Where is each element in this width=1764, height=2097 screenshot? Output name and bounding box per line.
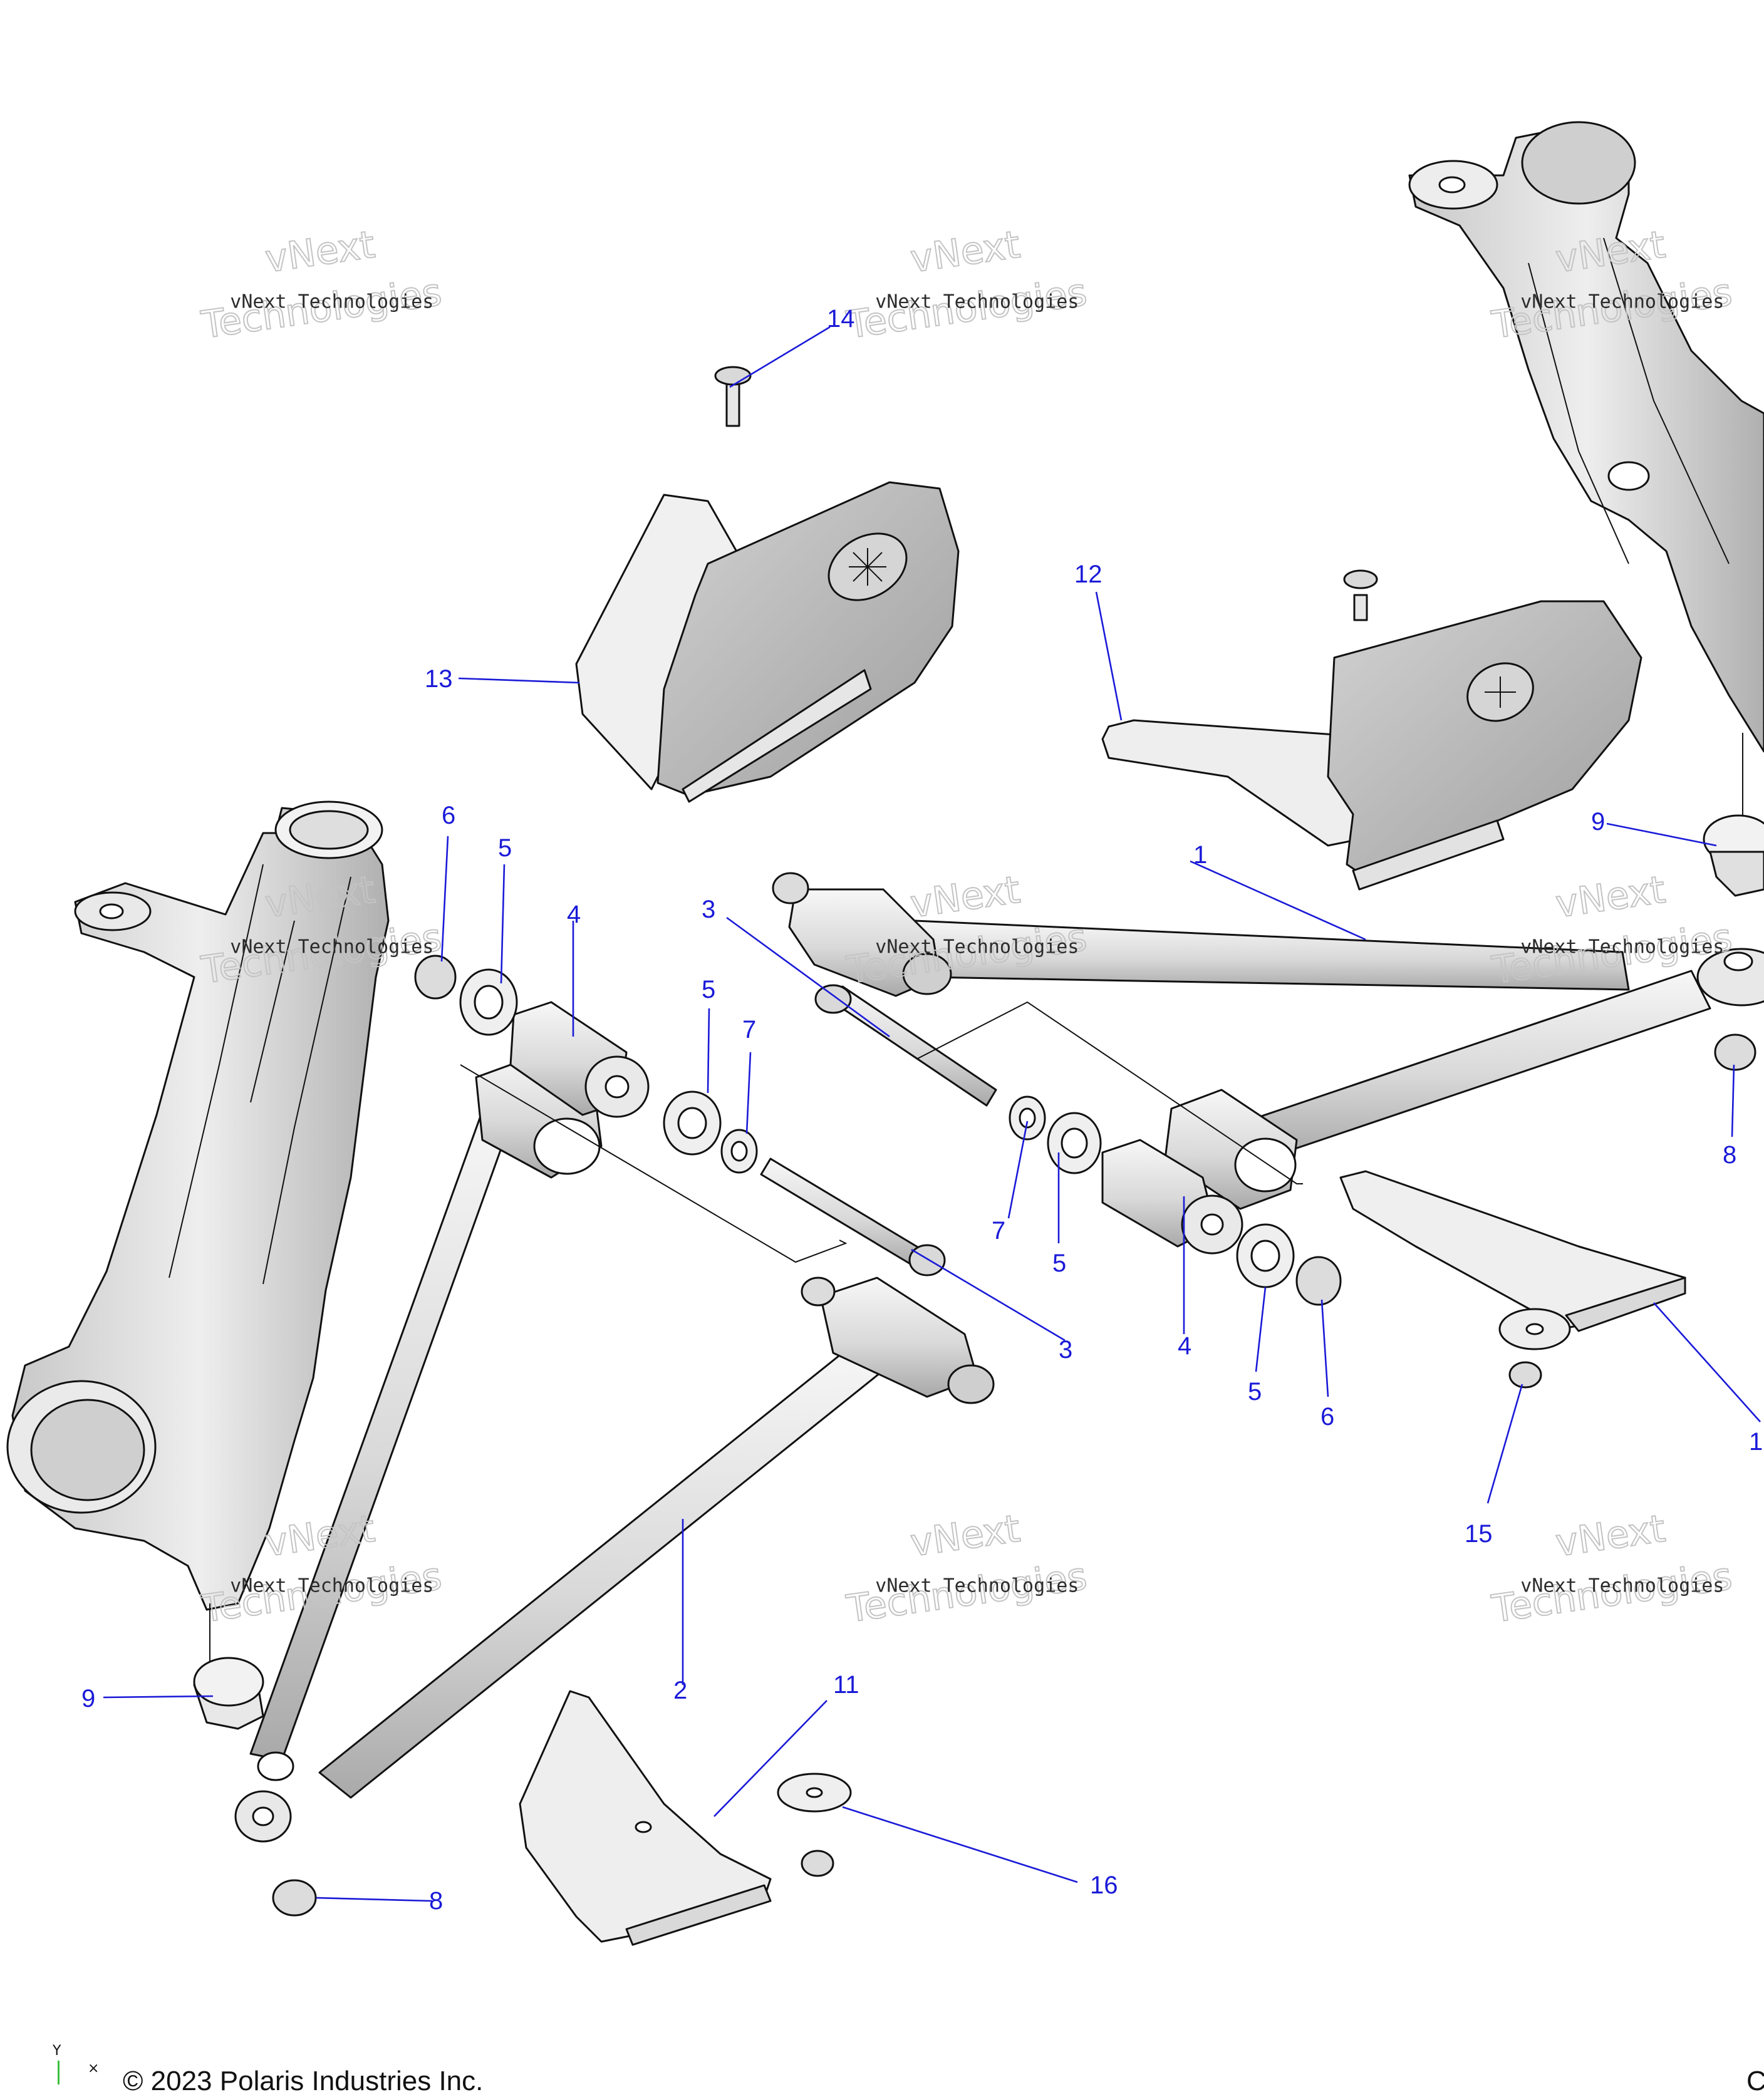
svg-text:vNext: vNext <box>908 223 1022 282</box>
guard-11 <box>519 1690 772 1946</box>
upper-a-arm <box>772 872 1764 1210</box>
callout-12[interactable]: 12 <box>1074 561 1102 588</box>
watermark-r3c3: vNext Technologies vNext Technologies <box>1488 1506 1735 1632</box>
axis-y-label: Y <box>53 2043 61 2059</box>
callout-16[interactable]: 16 <box>1090 1872 1118 1899</box>
callout-2[interactable]: 2 <box>673 1677 687 1704</box>
svg-text:vNext Technologies: vNext Technologies <box>875 936 1079 958</box>
callout-8-a[interactable]: 8 <box>429 1887 443 1915</box>
footer-copyright: © 2023 Polaris Industries Inc. <box>123 2066 484 2096</box>
callout-5-d[interactable]: 5 <box>1248 1378 1262 1406</box>
callout-3-upper[interactable]: 3 <box>702 896 715 923</box>
callout-9-b[interactable]: 9 <box>1591 808 1605 836</box>
callout-13[interactable]: 13 <box>425 665 453 693</box>
callout-7-b[interactable]: 7 <box>992 1217 1005 1245</box>
callout-4-left[interactable]: 4 <box>567 901 581 928</box>
callout-4-right[interactable]: 4 <box>1178 1332 1191 1360</box>
watermark-r1c2: vNext Technologies vNext Technologies <box>843 222 1090 348</box>
leader-lines <box>103 326 1761 1902</box>
lower-a-arm <box>234 1051 995 1843</box>
axis-y-indicator <box>58 2061 60 2084</box>
callout-9-a[interactable]: 9 <box>81 1685 95 1712</box>
guard-10 <box>1339 1170 1686 1350</box>
svg-text:vNext: vNext <box>262 223 377 282</box>
callout-6-a[interactable]: 6 <box>442 802 455 829</box>
callout-3-lower[interactable]: 3 <box>1059 1336 1072 1364</box>
callout-8-b[interactable]: 8 <box>1723 1141 1736 1169</box>
callout-6-b[interactable]: 6 <box>1320 1403 1334 1431</box>
svg-text:vNext Technologies: vNext Technologies <box>1520 291 1724 313</box>
callout-1[interactable]: 1 <box>1193 841 1207 869</box>
svg-text:vNext: vNext <box>1553 1507 1668 1566</box>
guard-12 <box>1101 600 1642 891</box>
svg-text:vNext: vNext <box>908 868 1022 927</box>
svg-text:vNext Technologies: vNext Technologies <box>875 1575 1079 1597</box>
svg-text:vNext: vNext <box>908 1507 1022 1566</box>
svg-text:vNext Technologies: vNext Technologies <box>230 936 433 958</box>
svg-text:vNext Technologies: vNext Technologies <box>1520 936 1724 958</box>
right-steering-knuckle <box>1408 121 1764 827</box>
left-steering-knuckle <box>6 800 390 1691</box>
axis-x-label: × <box>88 2061 100 2076</box>
callouts: 1 2 3 3 4 4 5 5 5 5 6 6 7 7 8 8 9 9 1 11… <box>81 305 1763 1915</box>
watermark-r3c2: vNext Technologies vNext Technologies <box>843 1506 1090 1632</box>
watermark-r2c3: vNext Technologies vNext Technologies <box>1488 867 1735 993</box>
watermark-r1c1: vNext Technologies vNext Technologies <box>198 222 445 348</box>
callout-11[interactable]: 11 <box>833 1671 859 1699</box>
callout-5-b[interactable]: 5 <box>702 976 715 1003</box>
svg-text:vNext Technologies: vNext Technologies <box>230 291 433 313</box>
svg-text:vNext Technologies: vNext Technologies <box>875 291 1079 313</box>
callout-5-a[interactable]: 5 <box>498 834 512 862</box>
svg-text:vNext Technologies: vNext Technologies <box>1520 1575 1724 1597</box>
guard-13 <box>575 481 960 803</box>
footer-code: C <box>1746 2066 1764 2096</box>
svg-text:vNext: vNext <box>1553 868 1668 927</box>
callout-14[interactable]: 14 <box>827 305 855 333</box>
callout-7-a[interactable]: 7 <box>742 1016 756 1043</box>
svg-text:vNext Technologies: vNext Technologies <box>230 1575 433 1597</box>
svg-text:vNext: vNext <box>262 1507 377 1566</box>
callout-15[interactable]: 15 <box>1465 1520 1493 1548</box>
callout-10-partial[interactable]: 1 <box>1749 1428 1763 1456</box>
callout-5-c[interactable]: 5 <box>1052 1250 1066 1277</box>
